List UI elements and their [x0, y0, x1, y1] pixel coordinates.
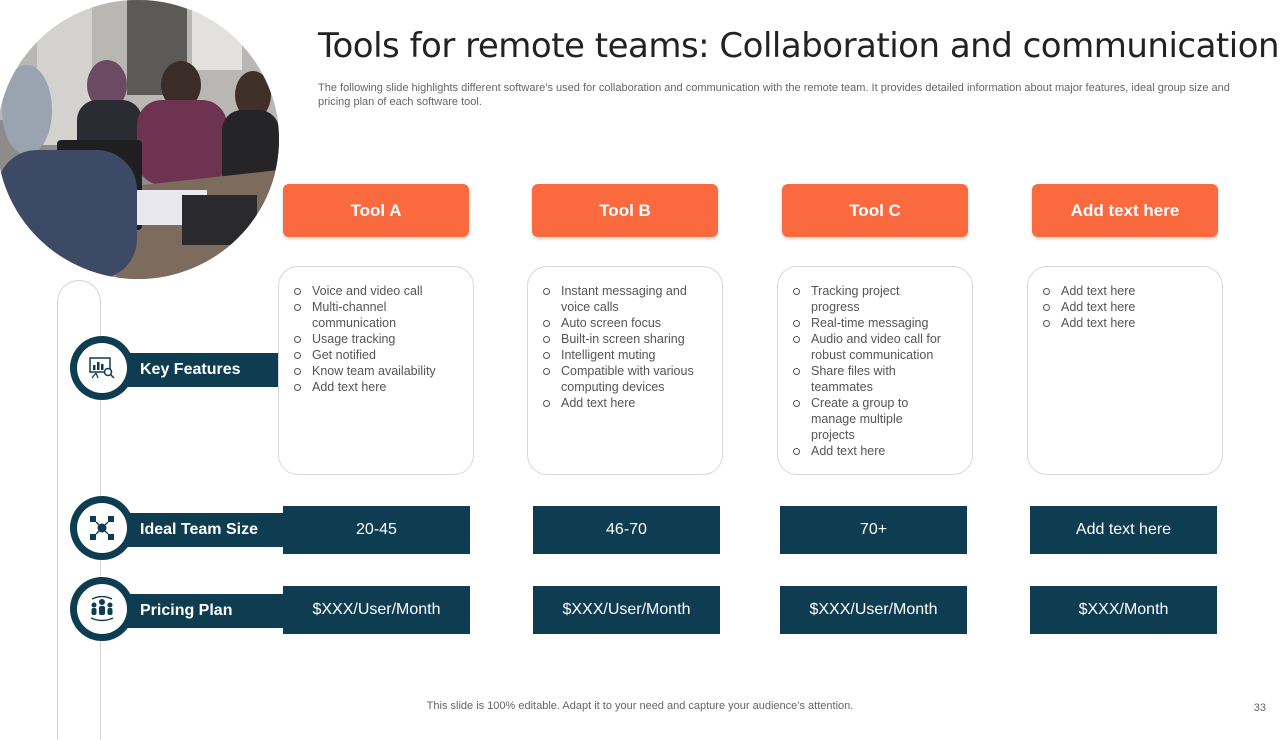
tool-a-team-size: 20-45: [283, 506, 470, 554]
feature-item: Create a group to manage multiple projec…: [792, 395, 931, 443]
chart-search-icon: [89, 357, 115, 379]
feature-item: Add text here: [1042, 283, 1212, 299]
page-title: Tools for remote teams: Collaboration an…: [318, 26, 1280, 66]
feature-item: Voice and video call: [293, 283, 463, 299]
tool-c-features: Tracking project progress Real-time mess…: [777, 266, 973, 475]
row-badge: [70, 336, 134, 400]
tool-a-pricing: $XXX/User/Month: [283, 586, 470, 634]
feature-item: Instant messaging and voice calls: [542, 283, 712, 315]
tool-c-team-size: 70+: [780, 506, 967, 554]
tool-b-header: Tool B: [532, 184, 718, 237]
tool-b-team-size: 46-70: [533, 506, 720, 554]
feature-item: Add text here: [1042, 299, 1212, 315]
page-subtitle: The following slide highlights different…: [318, 82, 1230, 108]
tool-d-header: Add text here: [1032, 184, 1218, 237]
tool-b-pricing: $XXX/User/Month: [533, 586, 720, 634]
feature-item: Add text here: [1042, 315, 1212, 331]
feature-item: Usage tracking: [293, 331, 463, 347]
page-number: 33: [1253, 702, 1266, 714]
feature-item: Know team availability: [293, 363, 463, 379]
tool-d-team-size: Add text here: [1030, 506, 1217, 554]
feature-item: Compatible with various computing device…: [542, 363, 712, 395]
tool-a-header: Tool A: [283, 184, 469, 237]
feature-item: Get notified: [293, 347, 463, 363]
tool-d-pricing: $XXX/Month: [1030, 586, 1217, 634]
tool-b-features: Instant messaging and voice calls Auto s…: [527, 266, 723, 475]
feature-item: Audio and video call for robust communic…: [792, 331, 962, 363]
footer-note: This slide is 100% editable. Adapt it to…: [426, 700, 854, 712]
feature-item: Built-in screen sharing: [542, 331, 712, 347]
feature-item: Tracking project progress: [792, 283, 921, 315]
tool-c-pricing: $XXX/User/Month: [780, 586, 967, 634]
feature-item: Add text here: [792, 443, 962, 459]
people-cycle-icon: [90, 596, 114, 622]
tool-a-features: Voice and video call Multi-channel commu…: [278, 266, 474, 475]
row-badge: [70, 577, 134, 641]
team-photo: [0, 0, 279, 279]
feature-item: Add text here: [542, 395, 712, 411]
feature-item: Multi-channel communication: [293, 299, 463, 331]
feature-item: Intelligent muting: [542, 347, 712, 363]
feature-item: Share files with teammates: [792, 363, 941, 395]
feature-item: Auto screen focus: [542, 315, 712, 331]
team-network-icon: [90, 516, 114, 540]
feature-item: Real-time messaging: [792, 315, 962, 331]
tool-d-features: Add text here Add text here Add text her…: [1027, 266, 1223, 475]
row-badge: [70, 496, 134, 560]
feature-item: Add text here: [293, 379, 463, 395]
tool-c-header: Tool C: [782, 184, 968, 237]
